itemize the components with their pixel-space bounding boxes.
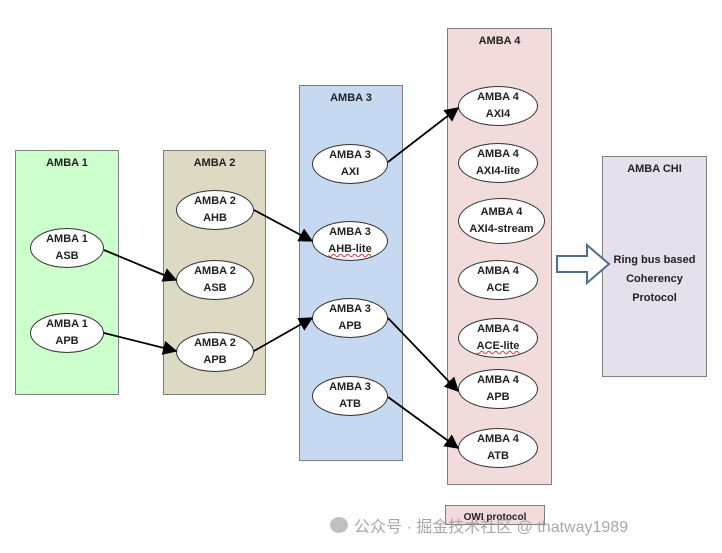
node-line2: ATB [339, 398, 361, 410]
node-line1: AMBA 3 [329, 226, 371, 238]
node-line1: AMBA 2 [194, 337, 236, 349]
node-line2: ACE-lite [476, 340, 520, 352]
watermark-text: 公众号 · 掘金技术社区 @ thatway1989 [354, 519, 629, 536]
node-line1: AMBA 4 [477, 323, 519, 335]
node-line1: AMBA 4 [477, 91, 519, 103]
node-line2: ACE [486, 282, 510, 294]
amba4-apb-node: AMBA 4 APB [458, 369, 538, 409]
amba2-ahb-node: AMBA 2 AHB [176, 190, 254, 230]
chi-line2: Coherency [626, 273, 683, 285]
node-line2: AHB-lite [328, 243, 372, 255]
amba2-title: AMBA 2 [193, 157, 236, 169]
arrow-amba1-apb-to-amba2-apb [103, 332, 178, 355]
arrow-amba3-axi-to-amba4-axi4 [387, 107, 460, 163]
partial-protocol-label: OWI protocol [445, 505, 545, 525]
amba3-apb-node: AMBA 3 APB [312, 298, 388, 338]
node-line1: AMBA 4 [477, 265, 519, 277]
node-line2: AXI4-stream [469, 223, 534, 235]
node-line2: AHB [203, 212, 227, 224]
node-line1: AMBA 3 [329, 381, 371, 393]
arrow-amba2-ahb-to-amba3-ahb-lite [253, 209, 314, 242]
wechat-icon [330, 517, 348, 533]
arrow-amba3-apb-to-amba4-apb [387, 317, 459, 393]
chi-description: Ring bus based Coherency Protocol [603, 251, 706, 308]
amba3-title: AMBA 3 [330, 92, 372, 104]
amba4-axi4-node: AMBA 4 AXI4 [458, 86, 538, 126]
amba4-title: AMBA 4 [478, 35, 521, 47]
chi-line1: Ring bus based [613, 254, 696, 266]
node-line2: ASB [55, 250, 79, 262]
node-line2: APB [203, 354, 227, 366]
node-line2: AXI4 [485, 108, 511, 120]
node-line1: AMBA 2 [194, 265, 236, 277]
node-line1: AMBA 1 [46, 318, 88, 330]
node-line1: AMBA 3 [329, 149, 371, 161]
amba4-ace-lite-node: AMBA 4 ACE-lite [458, 318, 538, 358]
node-line1: AMBA 4 [477, 433, 519, 445]
amba1-apb-node: AMBA 1 APB [30, 313, 104, 353]
node-line2: AXI [340, 166, 360, 178]
node-line2: ATB [487, 450, 509, 462]
node-line2: APB [55, 335, 79, 347]
partial-label-text: OWI protocol [463, 512, 527, 523]
arrow-amba3-atb-to-amba4-atb [387, 396, 460, 449]
node-line1: AMBA 3 [329, 303, 371, 315]
amba4-atb-node: AMBA 4 ATB [458, 428, 538, 468]
amba-chi-title: AMBA CHI [627, 163, 682, 175]
amba-chi-column: AMBA CHI Ring bus based Coherency Protoc… [602, 156, 707, 377]
arrow-amba1-asb-to-amba2-asb [103, 249, 178, 282]
node-line2: APB [486, 391, 510, 403]
amba3-atb-node: AMBA 3 ATB [312, 376, 388, 416]
amba4-axi4-lite-node: AMBA 4 AXI4-lite [458, 143, 538, 183]
arrow-amba2-apb-to-amba3-apb [253, 317, 314, 352]
node-line1: AMBA 1 [46, 233, 88, 245]
node-line1: AMBA 4 [477, 148, 519, 160]
amba3-axi-node: AMBA 3 AXI [312, 144, 388, 184]
node-line2: ASB [203, 282, 227, 294]
block-arrow-amba4-to-chi [556, 242, 611, 286]
chi-line3: Protocol [632, 292, 677, 304]
amba2-asb-node: AMBA 2 ASB [176, 260, 254, 300]
node-line2: APB [338, 320, 362, 332]
node-line2: AXI4-lite [475, 165, 520, 177]
amba1-asb-node: AMBA 1 ASB [30, 228, 104, 268]
amba4-axi4-stream-node: AMBA 4 AXI4-stream [458, 198, 545, 244]
node-line1: AMBA 4 [480, 206, 523, 218]
amba1-title: AMBA 1 [46, 157, 88, 169]
node-line1: AMBA 4 [477, 374, 519, 386]
amba1-column: AMBA 1 [15, 150, 119, 395]
amba4-ace-node: AMBA 4 ACE [458, 260, 538, 300]
node-line1: AMBA 2 [194, 195, 236, 207]
watermark: 公众号 · 掘金技术社区 @ thatway1989 [330, 513, 715, 537]
